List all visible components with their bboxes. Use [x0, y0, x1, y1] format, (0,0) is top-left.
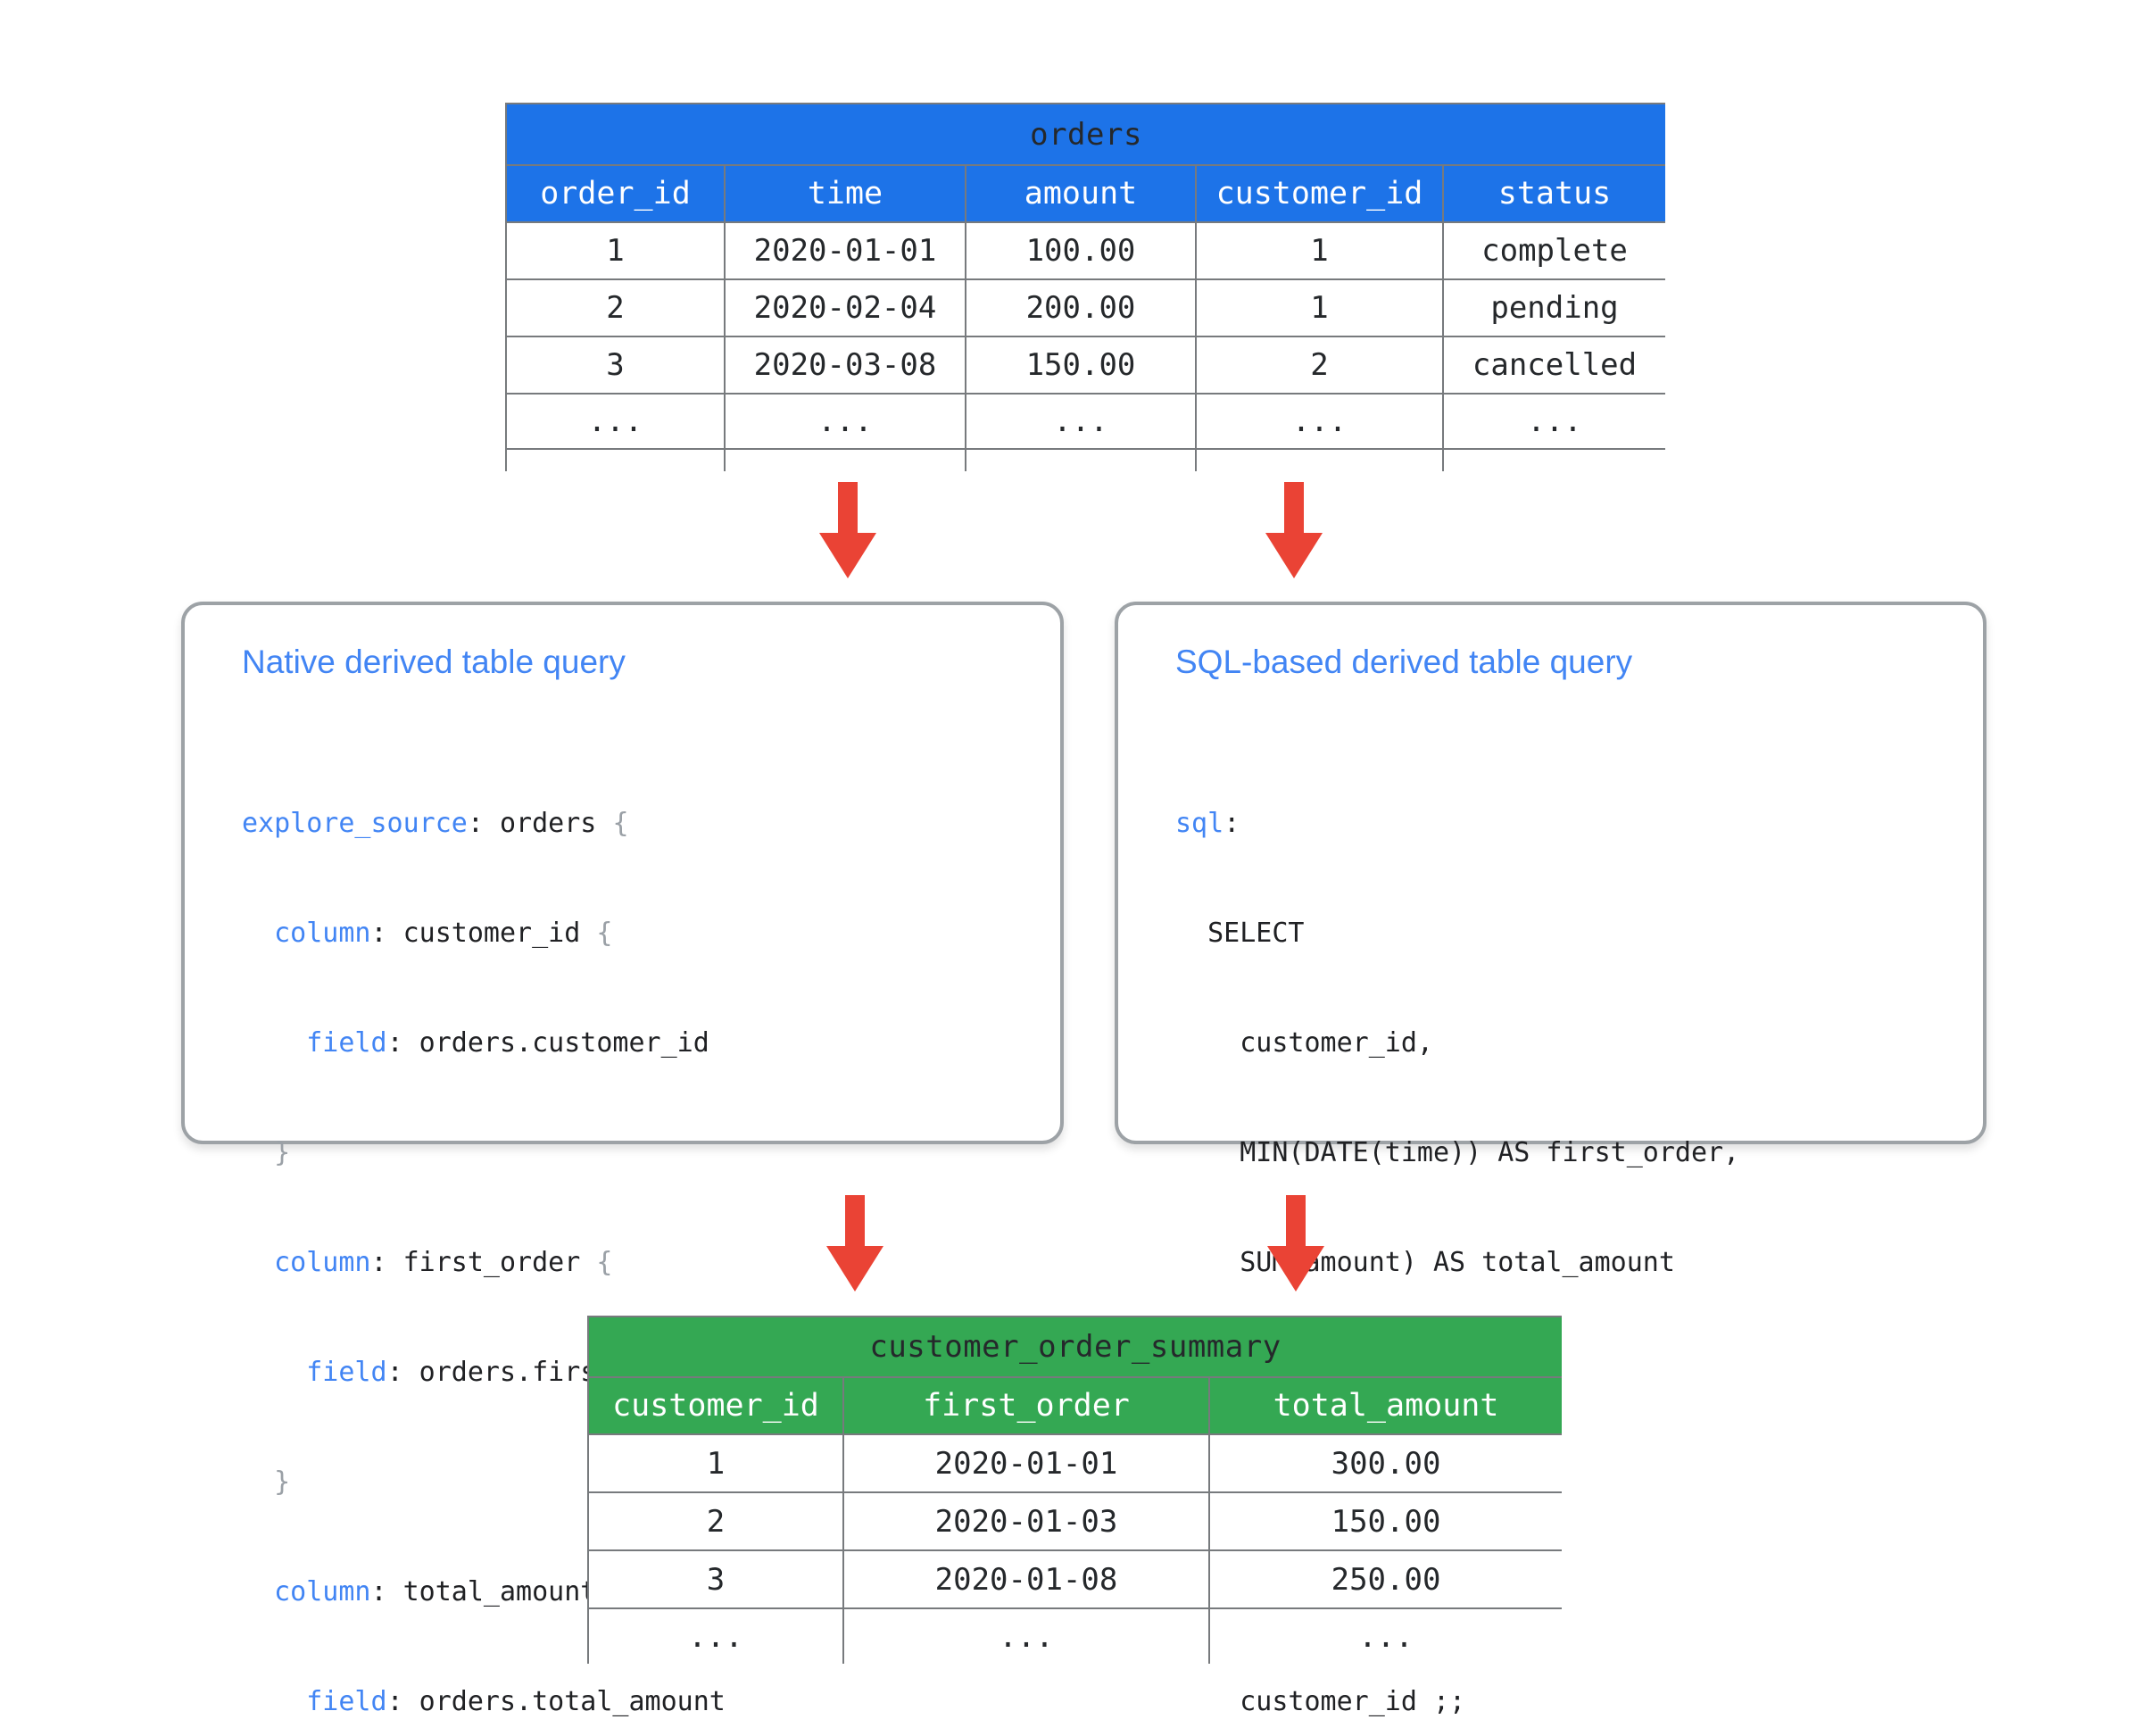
arrow-head [1267, 1246, 1324, 1292]
code-line: field: orders.customer_id [306, 1027, 709, 1059]
arrow-head [1265, 533, 1323, 578]
down-arrow-icon [819, 482, 876, 578]
summary-header-row: customer_id first_order total_amount [587, 1376, 1562, 1435]
table-row-ellipsis: ... ... ... [587, 1607, 1562, 1664]
clipped-cell [724, 448, 966, 471]
orders-col-status: status [1441, 164, 1665, 223]
arrow-head [819, 533, 876, 578]
sql-panel-title: SQL-based derived table query [1175, 644, 1633, 680]
arrow-stem [845, 1195, 865, 1246]
orders-clipped-row [505, 448, 1665, 471]
cell: 250.00 [1207, 1549, 1562, 1609]
orders-col-amount: amount [965, 164, 1197, 223]
orders-header-row: order_id time amount customer_id status [505, 164, 1665, 223]
cell: ... [842, 1607, 1210, 1664]
cell: ... [1441, 393, 1665, 450]
code-line: field: orders.total_amount [306, 1686, 726, 1717]
code-line: SELECT [1175, 918, 1305, 949]
cell: ... [724, 393, 966, 450]
summary-col-customer-id: customer_id [587, 1376, 844, 1435]
cell: 2 [505, 278, 726, 337]
cell: 2020-02-04 [724, 278, 966, 337]
orders-col-customer-id: customer_id [1195, 164, 1444, 223]
cell: 2020-01-03 [842, 1491, 1210, 1551]
sql-query-panel: SQL-based derived table query sql: SELEC… [1115, 602, 1987, 1717]
down-arrow-icon [826, 1195, 883, 1292]
cell: 2020-03-08 [724, 336, 966, 395]
clipped-cell [505, 448, 726, 471]
cell: ... [505, 393, 726, 450]
cell: ... [1195, 393, 1444, 450]
code-line: } [242, 1137, 291, 1168]
clipped-cell [965, 448, 1197, 471]
table-row: 1 2020-01-01 100.00 1 complete [505, 221, 1665, 280]
code-line: column: first_order { [274, 1247, 613, 1278]
orders-col-time: time [724, 164, 966, 223]
table-row: 2 2020-02-04 200.00 1 pending [505, 278, 1665, 337]
arrow-stem [838, 482, 858, 533]
cell: 3 [505, 336, 726, 395]
summary-title-row: customer_order_summary [587, 1316, 1562, 1378]
code-line: column: total_amount { [274, 1576, 628, 1607]
code-line: customer_id ;; [1175, 1686, 1466, 1717]
cell: 2020-01-01 [842, 1433, 1210, 1493]
cell: ... [587, 1607, 844, 1664]
summary-table-grid: customer_order_summary customer_id first… [587, 1316, 1562, 1664]
table-row: 2 2020-01-03 150.00 [587, 1491, 1562, 1551]
summary-table: customer_order_summary customer_id first… [587, 1316, 1562, 1664]
code-line: customer_id, [1175, 1027, 1433, 1059]
cell: 2020-01-08 [842, 1549, 1210, 1609]
table-row: 1 2020-01-01 300.00 [587, 1433, 1562, 1493]
orders-title-row: orders [505, 103, 1665, 166]
cell: 200.00 [965, 278, 1197, 337]
native-query-panel: Native derived table query explore_sourc… [181, 602, 1064, 1717]
table-row: 3 2020-03-08 150.00 2 cancelled [505, 336, 1665, 395]
orders-table: orders order_id time amount customer_id … [505, 103, 1665, 471]
table-row-ellipsis: ... ... ... ... ... [505, 393, 1665, 450]
code-line: MIN(DATE(time)) AS first_order, [1175, 1137, 1740, 1168]
summary-table-title: customer_order_summary [587, 1316, 1562, 1378]
cell: 1 [505, 221, 726, 280]
cell: 150.00 [1207, 1491, 1562, 1551]
cell: 2 [587, 1491, 844, 1551]
cell: 2020-01-01 [724, 221, 966, 280]
native-panel-title: Native derived table query [242, 644, 626, 680]
code-line: } [242, 1466, 291, 1498]
code-line: column: customer_id { [274, 918, 613, 949]
code-line: explore_source: orders { [242, 808, 629, 839]
cell: complete [1441, 221, 1665, 280]
clipped-cell [1441, 448, 1665, 471]
code-line: sql: [1175, 808, 1240, 839]
cell: 300.00 [1207, 1433, 1562, 1493]
orders-table-grid: orders order_id time amount customer_id … [505, 103, 1665, 471]
cell: 2 [1195, 336, 1444, 395]
arrow-stem [1284, 482, 1304, 533]
summary-col-total-amount: total_amount [1207, 1376, 1562, 1435]
arrow-head [826, 1246, 883, 1292]
cell: 3 [587, 1549, 844, 1609]
down-arrow-icon [1267, 1195, 1324, 1292]
cell: 150.00 [965, 336, 1197, 395]
orders-table-title: orders [505, 103, 1665, 166]
table-row: 3 2020-01-08 250.00 [587, 1549, 1562, 1609]
arrow-stem [1286, 1195, 1306, 1246]
down-arrow-icon [1265, 482, 1323, 578]
cell: 1 [587, 1433, 844, 1493]
clipped-cell [1195, 448, 1444, 471]
cell: ... [1207, 1607, 1562, 1664]
orders-col-order-id: order_id [505, 164, 726, 223]
cell: pending [1441, 278, 1665, 337]
cell: 1 [1195, 221, 1444, 280]
cell: 1 [1195, 278, 1444, 337]
cell: ... [965, 393, 1197, 450]
cell: cancelled [1441, 336, 1665, 395]
summary-col-first-order: first_order [842, 1376, 1210, 1435]
cell: 100.00 [965, 221, 1197, 280]
